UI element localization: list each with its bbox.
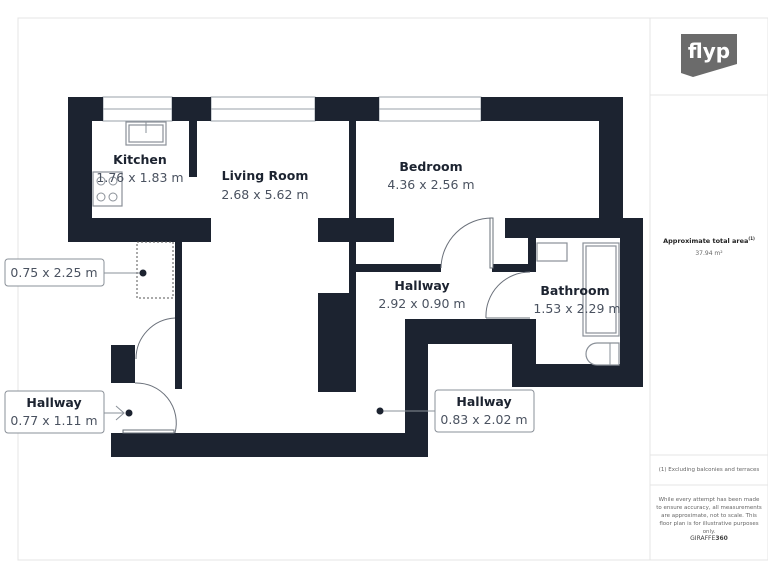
area-value: 37.94 m²: [695, 250, 723, 257]
credit: GIRAFFE360: [690, 535, 728, 542]
room-dims-hallway: 2.92 x 0.90 m: [378, 296, 465, 311]
area-label: Approximate total area(1): [663, 236, 755, 246]
door-swing: [134, 382, 177, 434]
callout-hallway-side: Hallway 0.83 x 2.02 m: [376, 389, 535, 433]
door-swing: [135, 317, 176, 360]
svg-text:flyp: flyp: [688, 39, 730, 63]
room-dims-bedroom: 4.36 x 2.56 m: [387, 177, 474, 192]
svg-text:0.77 x 1.11 m: 0.77 x 1.11 m: [10, 413, 97, 428]
door-swing: [440, 217, 493, 269]
bathroom-basin: [536, 242, 568, 262]
room-name-bathroom: Bathroom: [540, 283, 609, 298]
cupboard-outline: [136, 241, 174, 299]
fixtures: [92, 121, 620, 366]
disclaimer: While every attempt has been made to ens…: [656, 497, 762, 535]
windows: [102, 96, 482, 122]
footnote: (1) Excluding balconies and terraces: [658, 467, 760, 473]
callout-hallway-entry: Hallway 0.77 x 1.11 m: [4, 390, 133, 434]
room-name-kitchen: Kitchen: [113, 152, 167, 167]
room-dims-living: 2.68 x 5.62 m: [221, 187, 308, 202]
room-dims-kitchen: 1.76 x 1.83 m: [96, 170, 183, 185]
frame: [17, 17, 768, 561]
svg-text:0.75 x 2.25 m: 0.75 x 2.25 m: [10, 265, 97, 280]
room-name-bedroom: Bedroom: [399, 159, 462, 174]
room-name-hallway: Hallway: [394, 278, 449, 293]
flyp-logo: flyp: [681, 34, 737, 77]
hob: [92, 171, 123, 207]
walls: [68, 97, 643, 457]
door-swing: [485, 271, 531, 319]
callout-cupboard: 0.75 x 2.25 m: [4, 258, 147, 287]
entrance-arrow-icon: [104, 405, 125, 421]
toilet: [585, 342, 620, 366]
svg-text:0.83 x 2.02 m: 0.83 x 2.02 m: [440, 412, 527, 427]
svg-text:Hallway: Hallway: [26, 395, 81, 410]
svg-text:Hallway: Hallway: [456, 394, 511, 409]
room-dims-bathroom: 1.53 x 2.29 m: [533, 301, 620, 316]
doors: [122, 217, 531, 434]
room-name-living: Living Room: [222, 168, 309, 183]
